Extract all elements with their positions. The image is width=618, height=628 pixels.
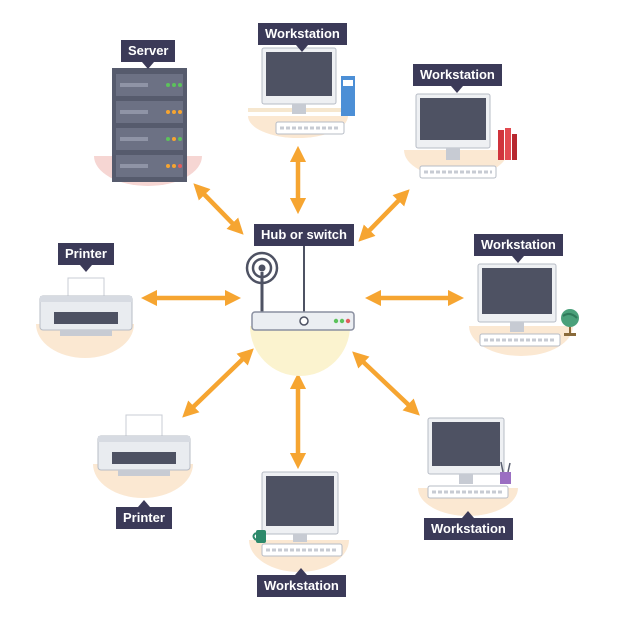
workstation-right-label-text: Workstation	[481, 237, 556, 252]
connections	[140, 145, 465, 470]
arrow-server	[193, 183, 244, 235]
workstation-right-label: Workstation	[474, 234, 563, 263]
printer-left-label: Printer	[58, 243, 114, 272]
workstation-top-right-label-text: Workstation	[420, 67, 495, 82]
arrow-workstation-top-right	[358, 189, 410, 242]
label-pointer	[451, 86, 464, 93]
printer-bottom-node	[93, 414, 193, 498]
workstation-bottom-label-text: Workstation	[264, 578, 339, 593]
pen-cup-icon	[500, 461, 511, 484]
label-pointer	[296, 45, 309, 52]
hub-label-text: Hub or switch	[261, 227, 347, 242]
workstation-top-node	[248, 47, 355, 138]
books-icon	[498, 128, 517, 160]
hub-label: Hub or switch	[254, 224, 354, 246]
globe-icon	[561, 309, 579, 336]
arrow-printer-bottom	[182, 348, 254, 418]
server-label: Server	[121, 40, 176, 69]
workstation-bottom-right-node	[418, 417, 518, 516]
printer-left-label-text: Printer	[65, 246, 107, 261]
label-pointer	[79, 265, 92, 272]
label-pointer	[462, 511, 475, 518]
workstation-bottom-right-label: Workstation	[424, 511, 513, 540]
printer-bottom-label: Printer	[116, 500, 172, 529]
workstation-top-label-text: Workstation	[265, 26, 340, 41]
wifi-icon	[258, 264, 266, 272]
workstation-right-node	[469, 263, 579, 356]
label-pointer	[142, 62, 155, 69]
workstation-bottom-right-label-text: Workstation	[431, 521, 506, 536]
workstation-top-label: Workstation	[258, 23, 347, 52]
label-pointer	[512, 256, 525, 263]
arrow-workstation-bottom-right	[352, 351, 420, 416]
label-pointer	[137, 500, 150, 507]
server-label-text: Server	[128, 43, 169, 58]
workstation-top-right-node	[404, 93, 517, 179]
workstation-bottom-label: Workstation	[257, 568, 346, 597]
label-pointer	[295, 568, 308, 575]
workstation-top-right-label: Workstation	[413, 64, 502, 93]
printer-left-node	[36, 277, 134, 358]
mug-icon	[252, 530, 266, 543]
printer-bottom-label-text: Printer	[123, 510, 165, 525]
workstation-bottom-node	[249, 471, 349, 572]
hub-node	[245, 246, 355, 376]
server-node	[94, 68, 202, 186]
